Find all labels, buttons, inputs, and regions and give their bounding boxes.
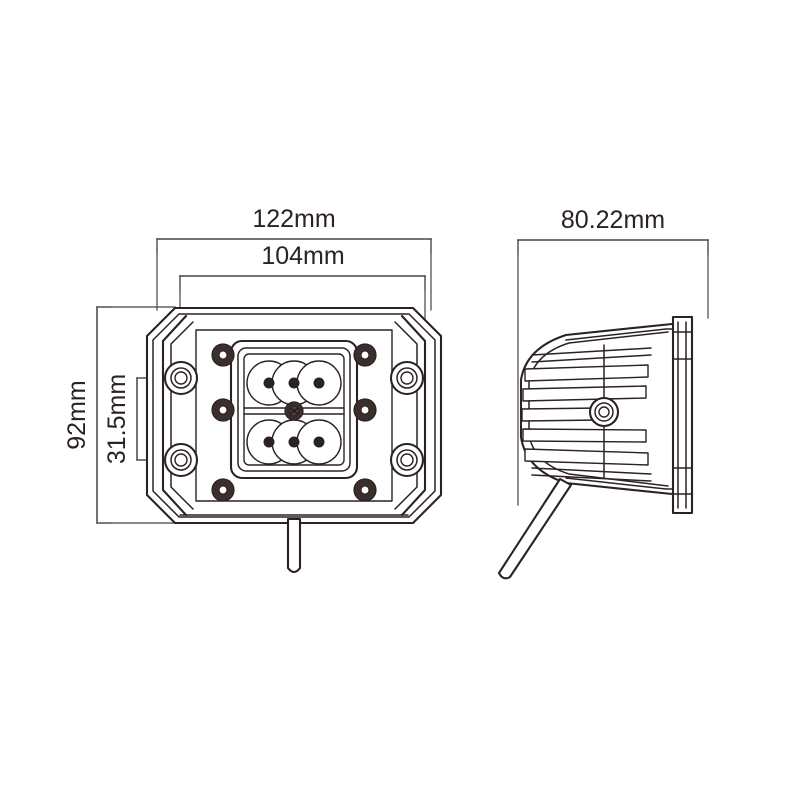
front-screw-boss	[353, 343, 377, 367]
side-fin	[531, 354, 652, 363]
front-housing-inner-outline	[152, 313, 436, 518]
front-led-row-bottom	[246, 419, 342, 465]
dimension-label-height-overall: 92mm	[63, 380, 91, 449]
front-left-ear-inner	[170, 321, 194, 510]
front-screw-boss	[353, 478, 377, 502]
dimension-group-front: 122mm 104mm 92mm 31.5mm	[63, 205, 432, 524]
front-screw-boss	[211, 398, 235, 422]
front-screw-bosses	[211, 343, 377, 502]
side-cable-stub	[497, 477, 573, 580]
front-center-screw	[284, 401, 304, 421]
front-mounting-hole	[163, 360, 199, 396]
front-right-ear-outline	[400, 314, 427, 517]
dimension-depth-overall: 80.22mm	[517, 206, 709, 506]
side-center-screw	[588, 396, 620, 428]
dimension-label-hole-spacing: 31.5mm	[103, 374, 131, 464]
front-right-ear-inner	[394, 321, 418, 510]
front-led-die	[288, 377, 300, 389]
front-screw-boss	[211, 343, 235, 367]
front-left-ear-outline	[161, 314, 188, 517]
front-led-row-top	[246, 360, 342, 406]
front-mounting-hole	[389, 360, 425, 396]
front-lens-bezel-mid	[237, 347, 351, 472]
side-fin	[531, 347, 652, 356]
side-fin	[522, 428, 647, 443]
dimension-label-width-overall: 122mm	[252, 205, 335, 233]
side-bezel-flange	[671, 315, 694, 515]
front-led-die	[288, 436, 300, 448]
front-view	[145, 306, 443, 574]
dimension-width-overall: 122mm	[156, 205, 432, 311]
front-led-die	[263, 436, 275, 448]
side-fin	[531, 474, 652, 482]
front-mounting-hole	[389, 442, 425, 478]
front-cable-stub	[286, 517, 302, 574]
dimension-height-overall: 92mm	[63, 306, 247, 524]
side-heatsink-fins	[521, 347, 652, 482]
front-led-die	[263, 377, 275, 389]
side-fin	[524, 364, 649, 382]
side-fin	[522, 385, 647, 402]
dimension-group-side: 80.22mm	[517, 206, 709, 506]
dimension-label-depth-overall: 80.22mm	[561, 206, 665, 234]
side-fin	[524, 448, 649, 466]
side-view	[497, 315, 694, 580]
front-led-die	[313, 377, 325, 389]
front-screw-boss	[353, 398, 377, 422]
front-screw-boss	[211, 478, 235, 502]
side-fin	[521, 407, 601, 422]
front-led-die	[313, 436, 325, 448]
side-fin	[531, 467, 652, 475]
dimension-width-inner: 104mm	[179, 242, 426, 385]
dimension-label-width-inner: 104mm	[261, 242, 344, 270]
front-mounting-hole	[163, 442, 199, 478]
